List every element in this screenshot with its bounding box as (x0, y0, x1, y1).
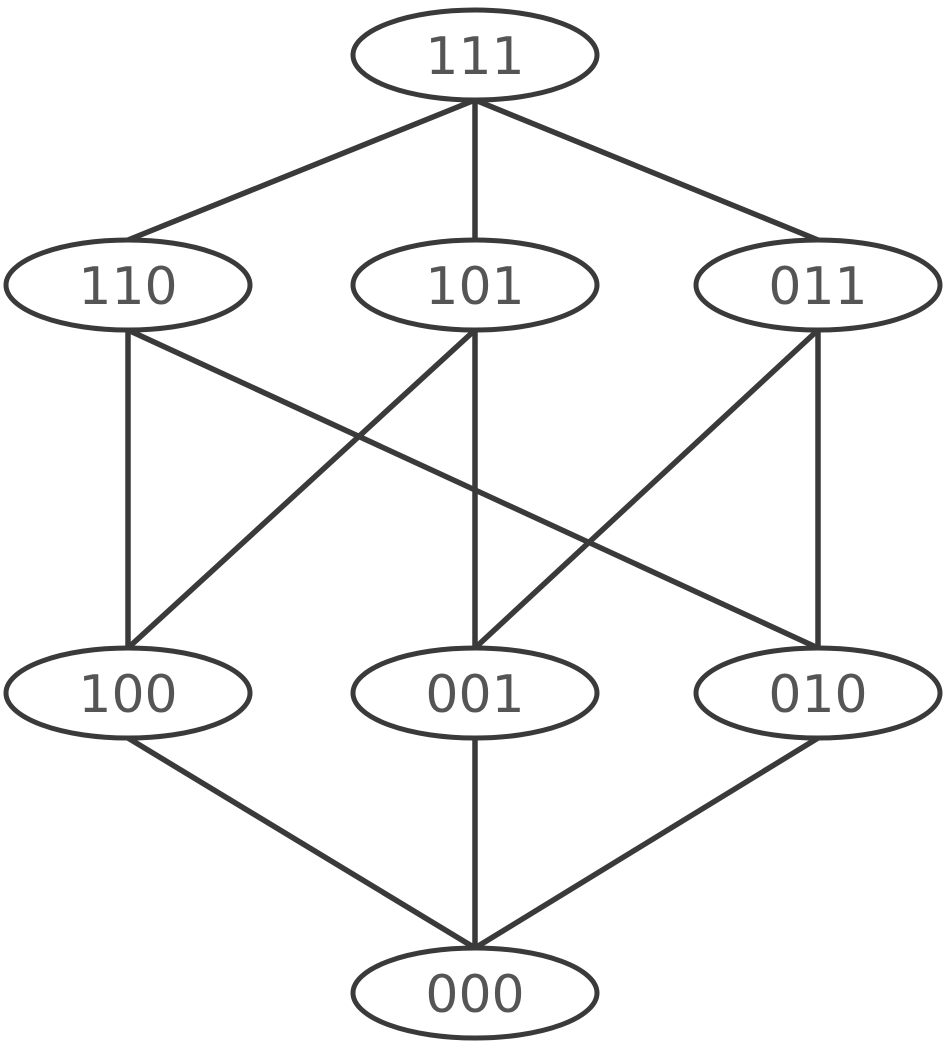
edge-111-011 (472, 97, 821, 243)
node-110: 110 (3, 237, 253, 333)
node-100: 100 (3, 645, 253, 741)
node-001: 001 (350, 645, 600, 741)
node-ellipse (350, 237, 600, 333)
node-ellipse (693, 237, 943, 333)
edge-101-100 (125, 327, 478, 651)
node-label: 101 (425, 257, 524, 317)
node-010: 010 (693, 645, 943, 741)
node-111: 111 (350, 7, 600, 103)
node-label: 010 (768, 665, 867, 725)
node-ellipse (693, 645, 943, 741)
edges-layer (125, 97, 821, 951)
node-ellipse (350, 645, 600, 741)
edge-011-001 (472, 327, 821, 651)
node-ellipse (3, 237, 253, 333)
edge-100-000 (125, 735, 478, 951)
node-label: 001 (425, 665, 524, 725)
nodes-layer: 111 110 101 011 100 001 010 000 (3, 7, 943, 1041)
node-101: 101 (350, 237, 600, 333)
node-label: 111 (425, 27, 524, 87)
node-011: 011 (693, 237, 943, 333)
node-label: 100 (78, 665, 177, 725)
node-ellipse (3, 645, 253, 741)
node-ellipse (350, 945, 600, 1041)
node-label: 011 (768, 257, 867, 317)
node-label: 000 (425, 965, 524, 1025)
edge-111-110 (125, 97, 478, 243)
node-label: 110 (78, 257, 177, 317)
node-000: 000 (350, 945, 600, 1041)
node-ellipse (350, 7, 600, 103)
edge-010-000 (472, 735, 821, 951)
